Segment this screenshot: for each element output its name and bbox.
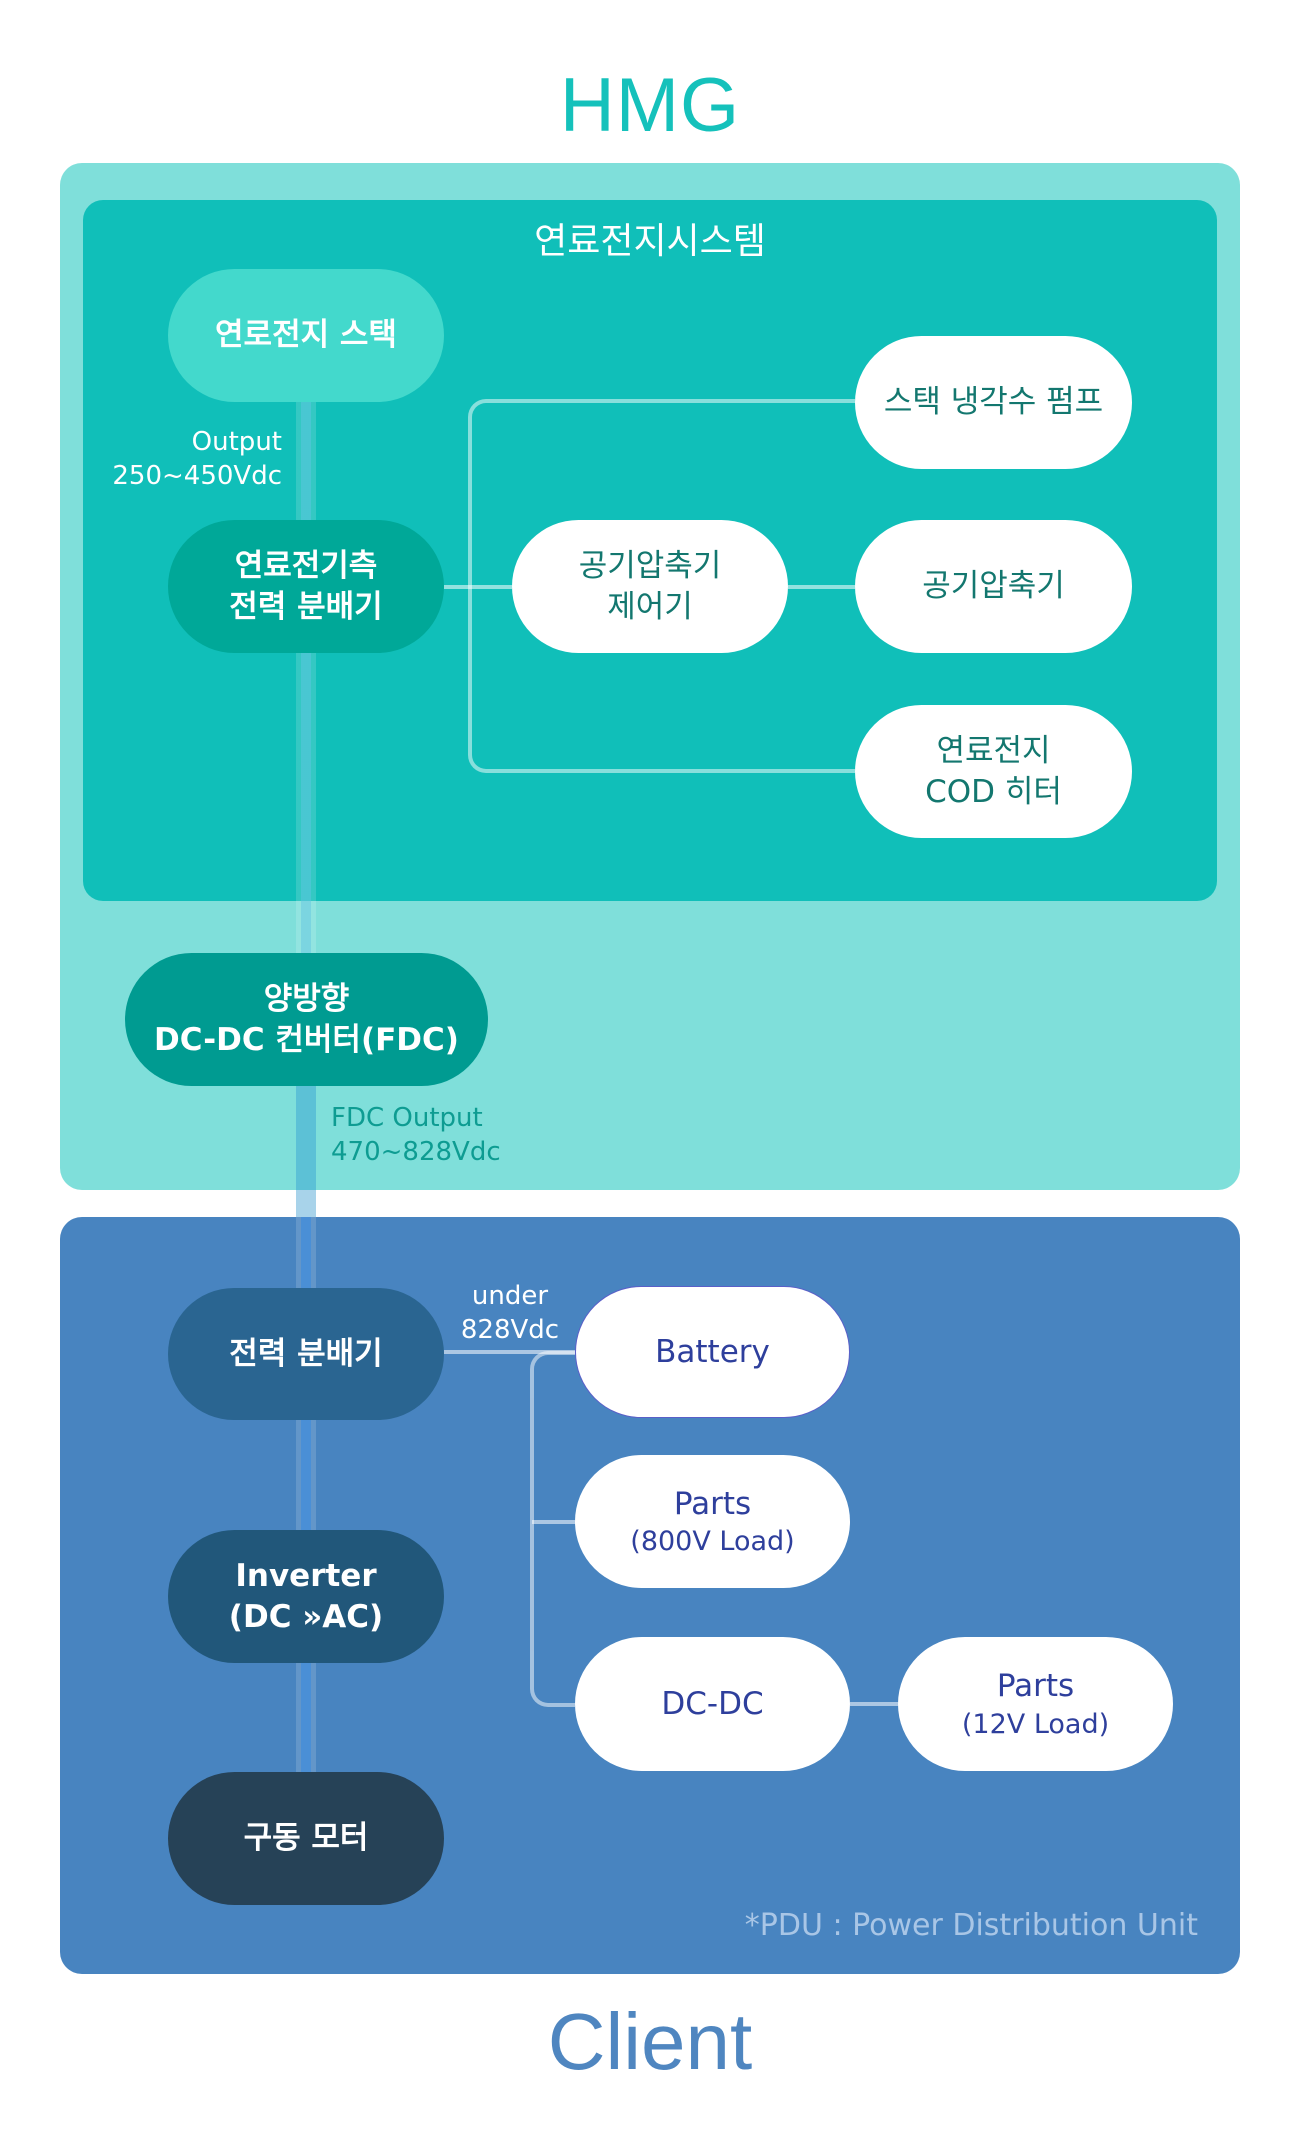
connector-bracket-fuel-cell (468, 399, 855, 773)
fdc-output-label: FDC Output 470~828Vdc (331, 1102, 501, 1170)
compressor-controller-line2: 제어기 (607, 588, 693, 625)
parts-800v-node: Parts (800V Load) (575, 1455, 850, 1588)
cod-heater-line2: COD 히터 (925, 773, 1062, 810)
parts-800v-line2: (800V Load) (630, 1526, 795, 1558)
parts-12v-line2: (12V Load) (961, 1708, 1110, 1740)
parts-12v-node: Parts (12V Load) (898, 1637, 1173, 1771)
stack-output-label: Output 250~450Vdc (100, 426, 282, 494)
power-bus-gap (296, 1190, 316, 1217)
compressor-node: 공기압축기 (855, 520, 1132, 653)
connector-to-parts-800v (532, 1520, 575, 1524)
power-bus-fdc-out (296, 1086, 316, 1190)
pdu-output-line2: 828Vdc (460, 1314, 560, 1345)
connector-pdu-to-battery (444, 1350, 575, 1354)
fdc-output-line2: 470~828Vdc (331, 1136, 501, 1167)
inverter-line2: (DC »AC) (228, 1598, 384, 1635)
inverter-line1: Inverter (235, 1558, 377, 1595)
connector-dcdc-to-parts-12v (850, 1702, 898, 1706)
fuel-cell-stack-node: 연로전지 스택 (168, 269, 444, 402)
stack-output-line2: 250~450Vdc (112, 460, 282, 491)
fuel-cell-distributor-line2: 전력 분배기 (229, 588, 383, 625)
battery-label: Battery (655, 1333, 770, 1370)
fuel-cell-distributor-line1: 연료전기측 (234, 548, 378, 585)
connector-controller-to-compressor (788, 585, 855, 589)
fdc-output-line1: FDC Output (331, 1103, 483, 1133)
fuel-cell-stack-label: 연로전지 스택 (215, 317, 397, 354)
pdu-node: 전력 분배기 (168, 1288, 444, 1420)
cod-heater-line1: 연료전지 (936, 733, 1051, 770)
inverter-node: Inverter (DC »AC) (168, 1530, 444, 1663)
fdc-line2: DC-DC 컨버터(FDC) (154, 1021, 459, 1058)
pdu-output-label: under 828Vdc (452, 1280, 568, 1348)
dcdc-node: DC-DC (575, 1637, 850, 1771)
fdc-node: 양방향 DC-DC 컨버터(FDC) (125, 953, 488, 1086)
fuel-cell-system-title: 연료전지시스템 (534, 221, 766, 262)
compressor-label: 공기압축기 (922, 568, 1065, 605)
connector-bracket-loads (530, 1351, 575, 1707)
coolant-pump-label: 스택 냉각수 펌프 (883, 384, 1104, 421)
fuel-cell-distributor-node: 연료전기측 전력 분배기 (168, 520, 444, 653)
compressor-controller-line1: 공기압축기 (578, 548, 722, 585)
cod-heater-node: 연료전지 COD 히터 (855, 705, 1132, 838)
compressor-controller-node: 공기압축기 제어기 (512, 520, 788, 653)
client-title: Client (547, 1997, 753, 2086)
motor-label: 구동 모터 (243, 1820, 369, 1857)
pdu-footnote: *PDU : Power Distribution Unit (744, 1908, 1198, 1943)
dcdc-label: DC-DC (661, 1685, 764, 1722)
pdu-label: 전력 분배기 (229, 1335, 383, 1372)
battery-node: Battery (575, 1286, 850, 1418)
pdu-output-line1: under (471, 1281, 549, 1311)
connector-distributor-to-bracket (444, 585, 512, 589)
motor-node: 구동 모터 (168, 1772, 444, 1905)
stack-output-line1: Output (191, 427, 282, 457)
power-bus-top (296, 402, 316, 953)
hmg-title: HMG (559, 63, 741, 148)
fdc-line1: 양방향 (263, 981, 350, 1018)
coolant-pump-node: 스택 냉각수 펌프 (855, 336, 1132, 469)
parts-800v-line1: Parts (673, 1485, 752, 1522)
parts-12v-line1: Parts (996, 1668, 1075, 1705)
